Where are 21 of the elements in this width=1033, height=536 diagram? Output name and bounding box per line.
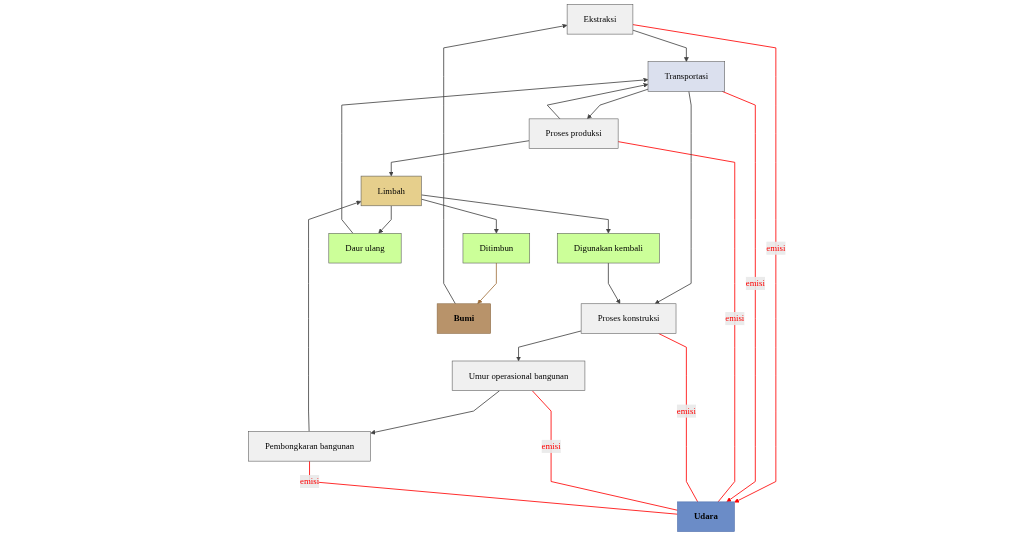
- edge-label: emisi: [765, 243, 785, 253]
- edge-label: emisi: [745, 278, 765, 288]
- node-box: Daur ulang: [328, 233, 402, 264]
- node-box: Umur operasional bangunan: [451, 360, 585, 391]
- edge-label: emisi: [724, 313, 744, 324]
- edge-label: emisi: [299, 476, 319, 486]
- node-box: Udara: [676, 501, 735, 532]
- edge-label: emisi: [541, 441, 561, 451]
- connector: [531, 390, 678, 511]
- node-box: Transportasi: [647, 61, 725, 92]
- connector: [617, 141, 735, 503]
- node-box: Pembongkaran bangunan: [247, 431, 371, 462]
- node-box: Ekstraksi: [566, 4, 633, 35]
- node-box: Proses produksi: [528, 118, 618, 149]
- node-box: Digunakan kembali: [556, 233, 660, 264]
- connector: [308, 460, 678, 515]
- node-box: Ditimbun: [462, 233, 530, 264]
- edge-label: emisi: [676, 406, 696, 416]
- node-box: Limbah: [360, 175, 422, 207]
- node-box: Proses konstruksi: [580, 303, 676, 334]
- node-box: Bumi: [436, 303, 491, 334]
